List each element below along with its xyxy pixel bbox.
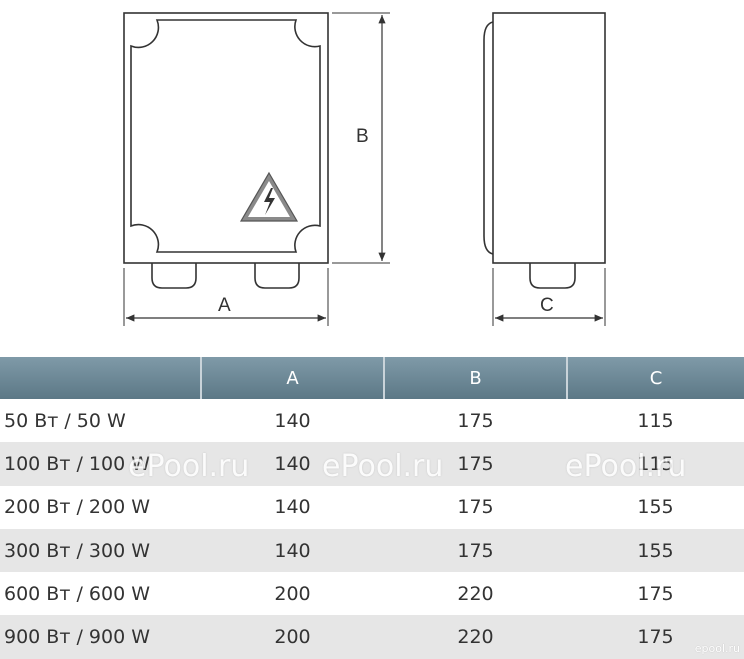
cell-c: 115 <box>567 442 744 486</box>
cell-b: 175 <box>384 528 567 573</box>
header-c: C <box>566 357 744 399</box>
front-view-box <box>123 12 329 264</box>
cell-power: 600 Вт / 600 W <box>0 572 201 616</box>
cell-power: 900 Вт / 900 W <box>0 615 201 659</box>
cell-c: 115 <box>567 399 744 443</box>
technical-drawing: A B C <box>123 12 606 326</box>
header-b: B <box>383 357 567 399</box>
front-gland-left <box>151 263 197 289</box>
dimensions-table: A B C 50 Вт / 50 W 140 175 115 100 Вт / … <box>0 357 744 659</box>
cell-power: 300 Вт / 300 W <box>0 528 201 573</box>
table-row: 600 Вт / 600 W 200 220 175 <box>0 572 744 616</box>
table-row: 200 Вт / 200 W 140 175 155 <box>0 485 744 529</box>
cell-b: 220 <box>384 572 567 616</box>
dimension-b-label: B <box>356 126 369 147</box>
header-a: A <box>200 357 384 399</box>
dimension-a-label: A <box>218 295 231 316</box>
table-row: 50 Вт / 50 W 140 175 115 <box>0 399 744 443</box>
enclosure-diagram: A B C <box>123 12 606 326</box>
watermark-logo: epool.ru <box>694 642 740 655</box>
high-voltage-warning-icon <box>239 171 299 222</box>
cell-c: 175 <box>567 572 744 616</box>
cell-a: 200 <box>201 615 384 659</box>
table-row: 300 Вт / 300 W 140 175 155 <box>0 528 744 573</box>
cell-power: 200 Вт / 200 W <box>0 485 201 529</box>
side-gland <box>529 263 576 289</box>
cell-a: 140 <box>201 399 384 443</box>
cell-power: 100 Вт / 100 W <box>0 442 201 486</box>
front-view-lid <box>130 19 321 253</box>
cell-b: 175 <box>384 442 567 486</box>
front-gland-right <box>254 263 300 289</box>
side-view-box <box>492 12 606 264</box>
side-view-hinge <box>483 21 494 255</box>
cell-b: 175 <box>384 399 567 443</box>
cell-a: 140 <box>201 442 384 486</box>
table-row: 100 Вт / 100 W 140 175 115 <box>0 442 744 486</box>
table-row: 900 Вт / 900 W 200 220 175 <box>0 615 744 659</box>
cell-a: 140 <box>201 528 384 573</box>
dimension-c-label: C <box>540 295 554 316</box>
cell-a: 200 <box>201 572 384 616</box>
table-header-row: A B C <box>0 357 744 399</box>
cell-c: 155 <box>567 485 744 529</box>
cell-c: 155 <box>567 528 744 573</box>
cell-b: 175 <box>384 485 567 529</box>
cell-power: 50 Вт / 50 W <box>0 399 201 443</box>
cell-c: 175 <box>567 615 744 659</box>
cell-a: 140 <box>201 485 384 529</box>
header-model <box>0 357 201 399</box>
cell-b: 220 <box>384 615 567 659</box>
